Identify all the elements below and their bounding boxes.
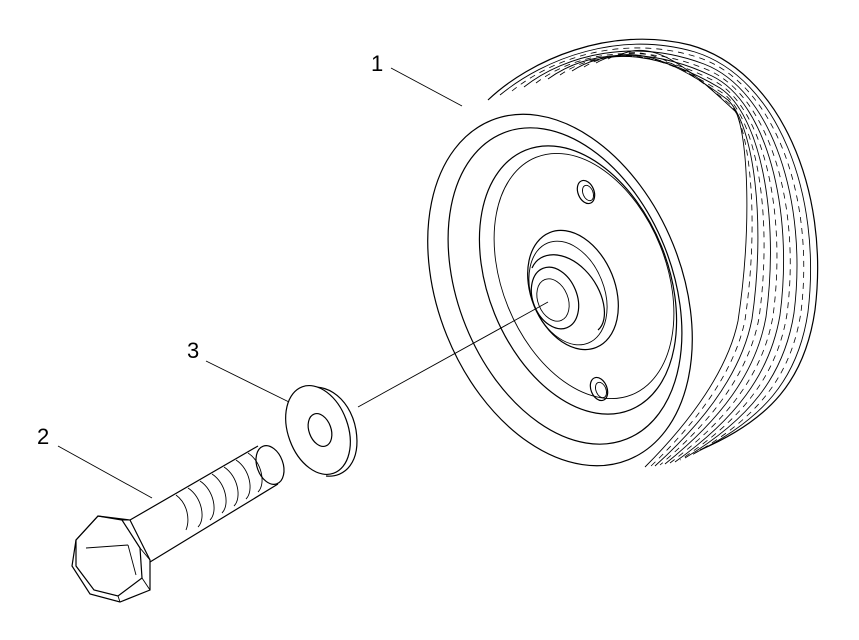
mounting-hole-bottom: [589, 376, 609, 402]
washer: [285, 384, 358, 477]
callout-2: 2: [37, 424, 153, 499]
leader-line-2: [57, 445, 153, 499]
washer-hole: [307, 412, 333, 448]
bolt-tip: [255, 445, 285, 485]
bolt: [71, 445, 285, 603]
callout-1: 1: [371, 51, 463, 107]
callout-label-3: 3: [187, 338, 199, 363]
pulley-recess-inner: [493, 152, 675, 400]
pulley: [427, 38, 819, 468]
bolt-shank: [129, 445, 279, 563]
callout-label-2: 2: [37, 424, 49, 449]
centerline-washer-to-pulley: [357, 301, 549, 408]
washer-face: [285, 384, 351, 476]
pulley-bore-inner: [536, 278, 570, 322]
mounting-hole-top: [576, 179, 596, 205]
pulley-recess-outer: [478, 145, 678, 415]
pulley-front-rim: [447, 127, 683, 445]
bolt-threads: [175, 452, 263, 531]
leader-line-3: [205, 360, 290, 403]
pulley-ribs: [487, 38, 819, 468]
callout-3: 3: [187, 338, 290, 403]
bolt-hex-head: [71, 515, 151, 603]
callout-label-1: 1: [371, 51, 383, 76]
leader-line-1: [390, 67, 463, 107]
